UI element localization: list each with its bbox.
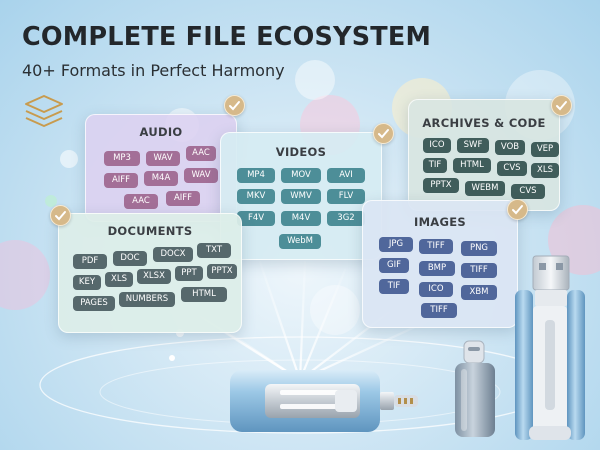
checkmark-badge-icon [50, 205, 71, 226]
format-tag-webm: WEBM [465, 181, 505, 196]
format-tag-tif: TIF [423, 158, 447, 173]
format-tag-aiff: AIFF [166, 191, 200, 206]
format-tag-pdf: PDF [73, 254, 107, 269]
format-tag-docx: DOCX [153, 247, 193, 262]
card-title: AUDIO [139, 125, 183, 139]
format-tag-png: PNG [461, 241, 497, 256]
bokeh-light [295, 60, 335, 100]
headline: COMPLETE FILE ECOSYSTEM [22, 22, 432, 52]
format-tag-avi: AVI [327, 168, 365, 183]
format-tag-html: HTML [181, 287, 227, 302]
format-tag-bmp: BMP [419, 261, 455, 276]
format-tag-mkv: MKV [237, 189, 275, 204]
format-tag-ico: ICO [423, 138, 451, 153]
documents-card: DOCUMENTS PDF DOC DOCX TXT KEY XLS XLSX … [58, 213, 242, 333]
format-tag-webm: WebM [279, 234, 321, 249]
bokeh-light [60, 150, 78, 168]
format-tag-flv: FLV [327, 189, 365, 204]
format-tag-tiff: TIFF [421, 303, 457, 318]
format-tag-xbm: XBM [461, 285, 497, 300]
checkmark-badge-icon [373, 123, 394, 144]
format-tag-xlsx: XLSX [137, 269, 171, 284]
usb-flash-drive-icon [230, 370, 418, 432]
format-tag-tiff: TIFF [419, 239, 453, 254]
format-tag-mp4: MP4 [237, 168, 275, 183]
format-tag-pptx: PPTX [423, 178, 459, 193]
format-tag-pptx: PPTX [207, 264, 237, 279]
format-tag-numbers: NUMBERS [119, 292, 175, 307]
format-tag-wmv: WMV [281, 189, 321, 204]
format-tag-vob: VOB [495, 140, 525, 155]
format-tag-jpg: JPG [379, 237, 413, 252]
format-tag-m4v: M4V [281, 211, 321, 226]
format-tag-3g2: 3G2 [327, 211, 365, 226]
checkmark-badge-icon [507, 199, 528, 220]
format-tag-cvs: CVS [511, 184, 545, 199]
card-title: IMAGES [413, 215, 466, 229]
usb-c-adapter-icon [455, 340, 495, 437]
audio-card: AUDIO MP3 WAV AAC AIFF M4A WAV AAC AIFF [85, 114, 237, 222]
format-tag-gif: GIF [379, 258, 409, 273]
format-tag-html: HTML [453, 158, 491, 173]
format-tag-swf: SWF [457, 138, 489, 153]
images-card: IMAGES JPG TIFF PNG GIF BMP TIFF TIF ICO… [362, 200, 518, 328]
format-tag-key: KEY [73, 275, 101, 290]
subheadline: 40+ Formats in Perfect Harmony [22, 61, 285, 80]
format-tag-m4a: M4A [144, 171, 178, 186]
bokeh-light [45, 195, 57, 207]
format-tag-xls: XLS [531, 163, 559, 178]
format-tag-tif: TIF [379, 279, 409, 294]
checkmark-badge-icon [224, 95, 245, 116]
format-tag-f4v: F4V [237, 211, 275, 226]
card-title: VIDEOS [275, 145, 327, 159]
card-title: ARCHIVES & CODE [422, 116, 546, 130]
format-tag-mp3: MP3 [104, 151, 140, 166]
format-tag-doc: DOC [113, 251, 147, 266]
format-tag-ico: ICO [419, 282, 453, 297]
format-tag-txt: TXT [197, 243, 231, 258]
videos-card: VIDEOS MP4 MOV AVI MKV WMV FLV F4V M4V 3… [220, 132, 382, 260]
checkmark-badge-icon [551, 95, 572, 116]
format-tag-aiff: AIFF [104, 173, 138, 188]
layers-icon [25, 95, 63, 127]
format-tag-mov: MOV [281, 168, 321, 183]
format-tag-tiff: TIFF [461, 263, 497, 278]
format-tag-ppt: PPT [175, 266, 203, 281]
format-tag-xls: XLS [105, 272, 133, 287]
format-tag-wav: WAV [184, 168, 218, 183]
card-title: DOCUMENTS [107, 224, 193, 238]
archives-code-card: ARCHIVES & CODE ICO SWF VOB VEP TIF HTML… [408, 99, 560, 211]
format-tag-aac: AAC [186, 146, 216, 161]
format-tag-pages: PAGES [73, 296, 115, 311]
format-tag-vep: VEP [531, 142, 559, 157]
format-tag-cvs: CVS [497, 161, 527, 176]
format-tag-wav: WAV [146, 151, 180, 166]
usb-flash-drive-icon [515, 255, 585, 440]
format-tag-aac: AAC [124, 194, 158, 209]
